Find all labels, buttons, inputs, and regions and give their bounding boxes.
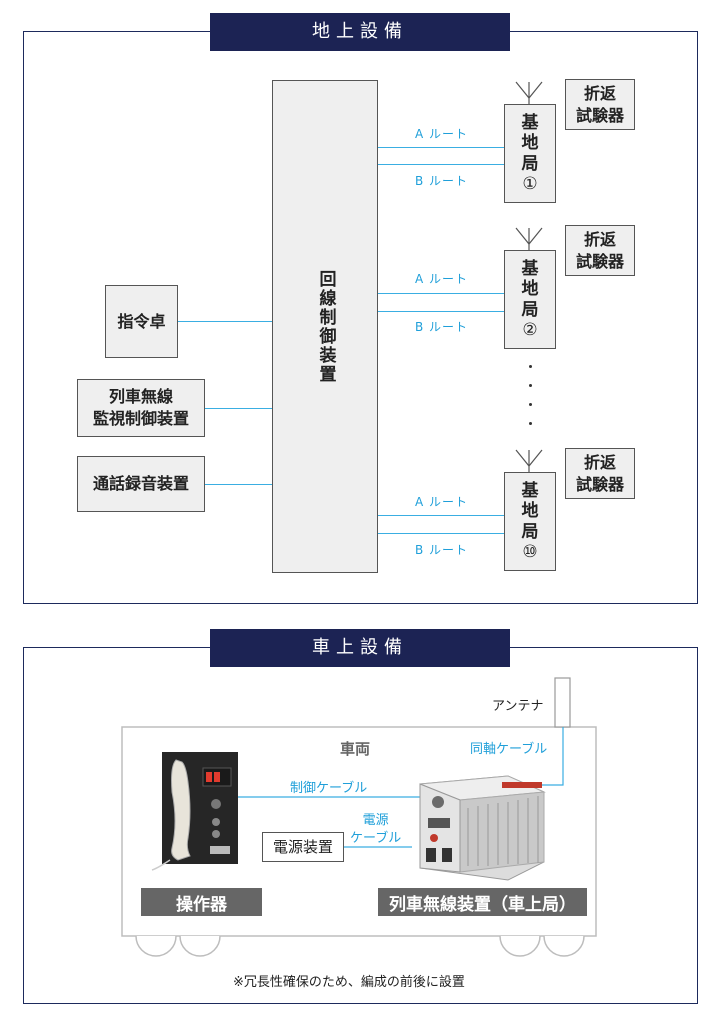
- connector-monitor: [205, 408, 272, 409]
- route-a-label-1: A ルート: [415, 127, 469, 141]
- route-b-line-10: [378, 533, 504, 534]
- ellipsis-dot: [529, 384, 532, 387]
- connector-recorder: [205, 484, 272, 485]
- train-radio-label: 列車無線装置（車上局）: [378, 888, 587, 916]
- base-station-10-char: 地: [521, 501, 539, 522]
- base-station-10-char: 局: [521, 521, 539, 542]
- vehicle-label: 車両: [340, 740, 371, 758]
- call-recorder-label: 通話録音装置: [92, 474, 189, 494]
- route-a-line-10: [378, 515, 504, 516]
- train-radio-unit: [419, 775, 546, 881]
- base-station-10-char: ⑩: [522, 541, 538, 562]
- connector-dispatch: [177, 321, 272, 322]
- base-station-1: 基 地 局 ①: [504, 104, 556, 203]
- call-recorder: 通話録音装置: [77, 456, 205, 512]
- antenna-icon: [515, 81, 543, 104]
- handset-control-unit: [151, 752, 238, 871]
- route-b-label-2: B ルート: [415, 320, 469, 334]
- base-station-1-char: 基: [521, 113, 539, 134]
- base-station-2-char: 局: [521, 299, 539, 320]
- route-b-label-1: B ルート: [415, 174, 469, 188]
- base-station-1-char: ①: [522, 173, 538, 194]
- control-cable-label: 制御ケーブル: [290, 781, 368, 796]
- base-station-2-char: 地: [521, 279, 539, 300]
- coax-cable-label: 同軸ケーブル: [470, 742, 548, 757]
- base-station-10: 基 地 局 ⑩: [504, 472, 556, 571]
- route-b-line-1: [378, 164, 504, 165]
- antenna-icon: [515, 449, 543, 472]
- dispatch-console: 指令卓: [105, 285, 178, 358]
- radio-monitor-control-unit-label: 列車無線 監視制御装置: [92, 387, 189, 428]
- dispatch-console-label: 指令卓: [117, 311, 166, 331]
- loopback-tester-10: 折返 試験器: [565, 448, 635, 499]
- route-b-label-10: B ルート: [415, 543, 469, 557]
- base-station-1-char: 局: [521, 153, 539, 174]
- route-a-label-2: A ルート: [415, 272, 469, 286]
- power-cable-label: 電源 ケーブル: [350, 813, 402, 846]
- loopback-tester-10-label: 折返 試験器: [575, 452, 624, 494]
- power-unit-label: 電源装置: [272, 837, 333, 856]
- redundancy-note: ※冗長性確保のため、編成の前後に設置: [233, 975, 465, 990]
- route-a-label-10: A ルート: [415, 495, 469, 509]
- route-a-line-1: [378, 147, 504, 148]
- base-station-1-char: 地: [521, 133, 539, 154]
- route-a-line-2: [378, 293, 504, 294]
- loopback-tester-2-label: 折返 試験器: [575, 229, 624, 271]
- base-station-2: 基 地 局 ②: [504, 250, 556, 349]
- base-station-10-char: 基: [521, 481, 539, 502]
- antenna-icon: [515, 227, 543, 250]
- antenna-label: アンテナ: [492, 699, 544, 714]
- line-control-unit: 回線制御装置: [272, 80, 378, 573]
- loopback-tester-1-label: 折返 試験器: [575, 83, 624, 125]
- radio-monitor-control-unit: 列車無線 監視制御装置: [77, 379, 205, 437]
- line-control-unit-label: 回線制御装置: [315, 269, 336, 384]
- ellipsis-dot: [529, 422, 532, 425]
- loopback-tester-1: 折返 試験器: [565, 79, 635, 130]
- base-station-2-char: 基: [521, 259, 539, 280]
- power-unit: 電源装置: [262, 832, 344, 862]
- ground-equipment-banner: 地上設備: [210, 13, 510, 51]
- onboard-equipment-banner: 車上設備: [210, 629, 510, 667]
- base-station-2-char: ②: [522, 319, 538, 340]
- route-b-line-2: [378, 311, 504, 312]
- ellipsis-dot: [529, 365, 532, 368]
- ellipsis-dot: [529, 403, 532, 406]
- handset-label: 操作器: [141, 888, 262, 916]
- loopback-tester-2: 折返 試験器: [565, 225, 635, 276]
